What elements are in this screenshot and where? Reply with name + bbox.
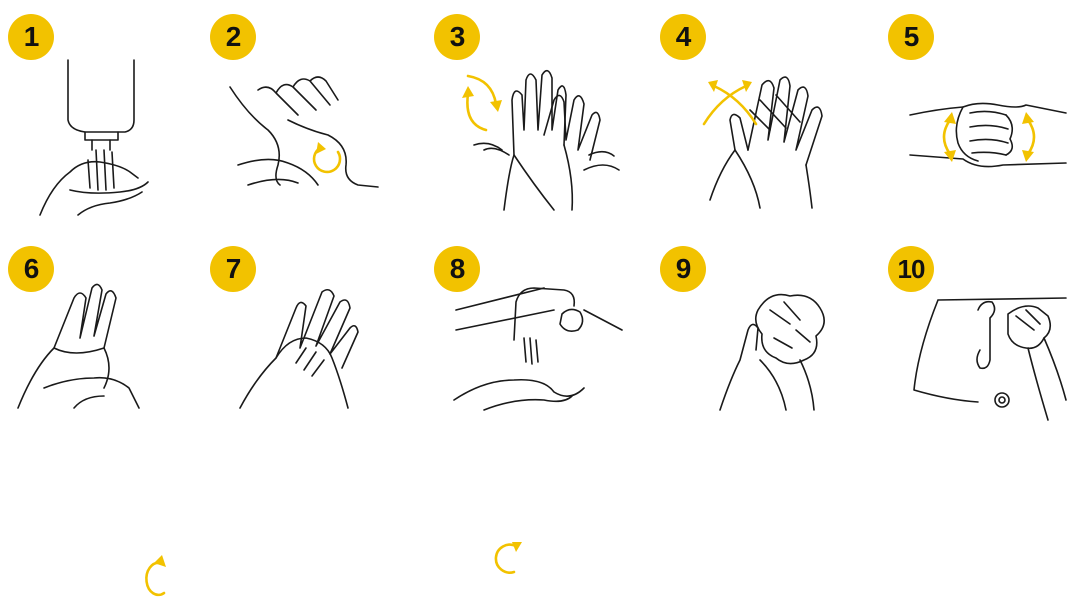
dry-with-towel-icon [700,280,840,410]
up-down-arrow-icon [1016,112,1046,162]
rotate-arrow-icon [140,553,170,603]
step-5: 5 [886,0,1068,200]
step-7: 7 [208,208,408,408]
rinse-under-tap-icon [454,280,624,410]
step-number-badge: 2 [210,14,256,60]
step-8: 8 [434,208,634,408]
step-2: 2 [208,0,408,200]
hand-washing-steps: 1 2 3 [0,0,1068,408]
swap-arrow-icon [462,68,502,138]
fingertips-rub-icon [236,278,386,408]
step-number-badge: 10 [888,246,934,292]
close-tap-with-towel-icon [908,290,1068,420]
rotate-arrow-icon [308,140,348,180]
up-down-arrow-icon [932,112,962,162]
step-4: 4 [660,0,860,200]
step-6: 6 [0,208,200,408]
step-1: 1 [0,0,200,200]
dispenser-hand-icon [30,0,190,220]
thumb-rub-icon [14,278,164,408]
rotate-arrow-icon [488,538,528,578]
step-number-badge: 4 [660,14,706,60]
step-3: 3 [434,0,634,200]
step-number-badge: 5 [888,14,934,60]
step-9: 9 [660,208,860,408]
step-number-badge: 3 [434,14,480,60]
step-10: 10 [886,208,1068,408]
cross-arrow-icon [700,78,760,128]
